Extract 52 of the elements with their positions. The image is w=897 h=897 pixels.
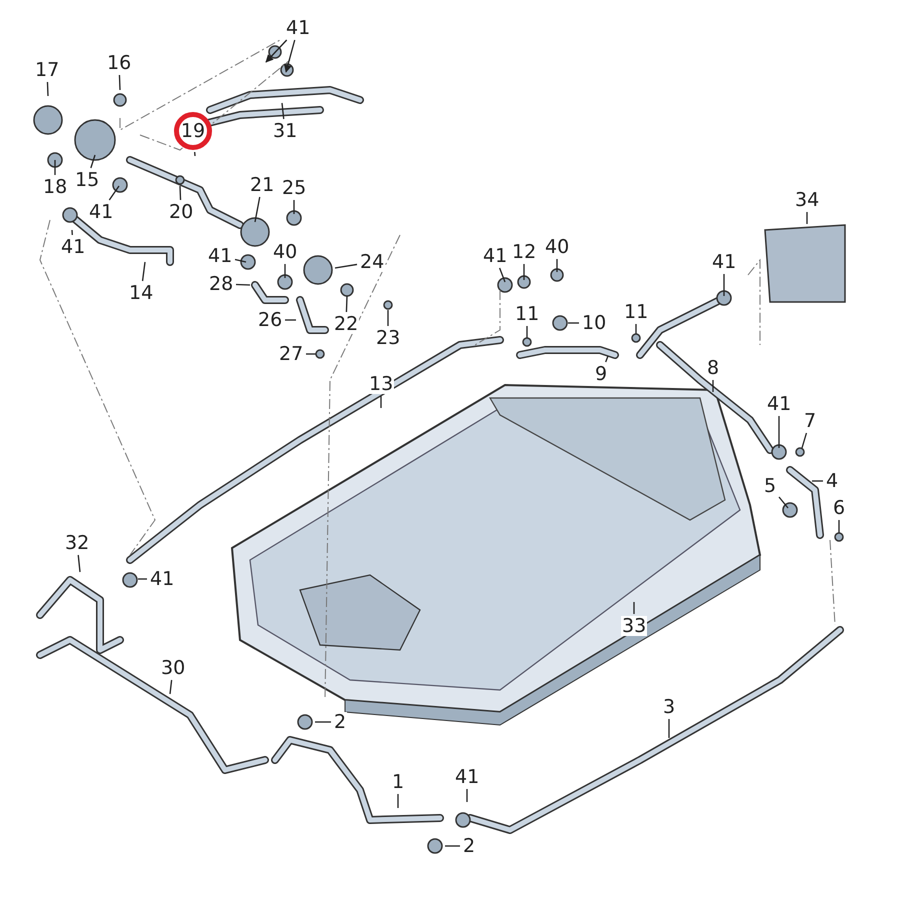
leader-line [118, 74, 121, 90]
leader-line [46, 82, 49, 96]
leader-line [315, 721, 331, 723]
leader-line [236, 284, 250, 286]
leader-line [723, 274, 725, 296]
leader-line [523, 264, 525, 280]
leader-line [194, 152, 196, 156]
leader-line [568, 322, 579, 324]
leader-line [778, 496, 788, 508]
leader-line [526, 326, 528, 338]
leader-line [778, 416, 780, 448]
leader-line [605, 356, 609, 362]
leader-line [712, 380, 714, 392]
leader-line [293, 200, 295, 214]
leader-line [445, 845, 460, 847]
leader-line [254, 196, 260, 222]
leader-line [387, 310, 389, 326]
leader-line [54, 160, 56, 175]
leader-line [78, 554, 81, 572]
leader-line [334, 264, 358, 269]
callout-number: 13 [368, 374, 394, 394]
leader-line [812, 480, 823, 482]
leader-line [668, 719, 670, 738]
leader-line [556, 259, 558, 272]
leader-line [380, 396, 382, 408]
leader-line [281, 102, 284, 120]
leader-line [169, 680, 172, 694]
leader-line [265, 40, 288, 63]
leader-line [806, 212, 808, 224]
callout-number: 33 [621, 616, 648, 636]
leader-line [179, 186, 182, 200]
leader-line [285, 319, 296, 321]
leader-line [466, 789, 468, 802]
leader-line [108, 186, 120, 200]
leader-line [397, 794, 399, 808]
callout-number: 19 [174, 112, 212, 150]
leader-line [801, 432, 808, 448]
leader-line [306, 353, 316, 355]
leader-line [284, 264, 286, 278]
callout-number: 24 [359, 252, 386, 272]
leader-line [71, 230, 73, 236]
leader-line [234, 258, 246, 263]
leader-line [138, 578, 147, 580]
leader-line [499, 268, 506, 282]
leader-line [633, 602, 635, 614]
leader-line [90, 154, 96, 168]
leader-line [838, 520, 840, 533]
callout-number: 22 [333, 314, 360, 334]
leader-line [284, 40, 296, 73]
leader-line [346, 296, 348, 312]
leader-line [142, 262, 146, 282]
leader-line [635, 324, 637, 334]
